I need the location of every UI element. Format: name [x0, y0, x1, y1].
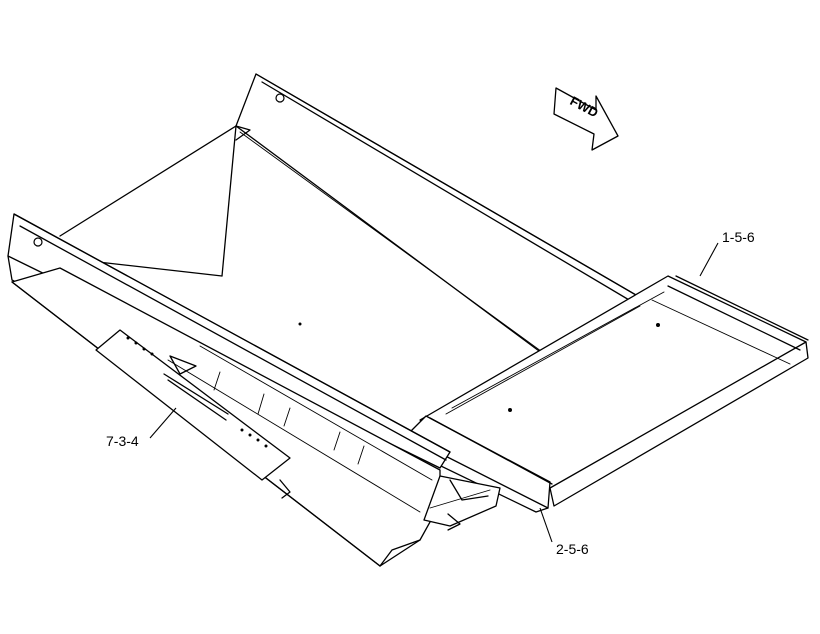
- callout-2-5-6: 2-5-6: [539, 507, 589, 557]
- back-panel: [235, 73, 649, 369]
- underside-bracket: [95, 329, 291, 481]
- fwd-direction-arrow: FWD: [553, 87, 619, 151]
- left-side-wall: [59, 125, 251, 277]
- callout-2-5-6-label: 2-5-6: [556, 541, 589, 557]
- callout-1-5-6: 1-5-6: [699, 229, 755, 277]
- bolt-row: [126, 336, 268, 448]
- mounting-hole-icon: [275, 93, 285, 103]
- hinge-mechanism: [279, 475, 501, 531]
- callout-7-3-4: 7-3-4: [106, 407, 177, 449]
- front-cross-beam: [405, 415, 553, 513]
- mounting-hole-icon: [33, 237, 43, 247]
- callout-7-3-4-label: 7-3-4: [106, 433, 139, 449]
- callout-1-5-6-label: 1-5-6: [722, 229, 755, 245]
